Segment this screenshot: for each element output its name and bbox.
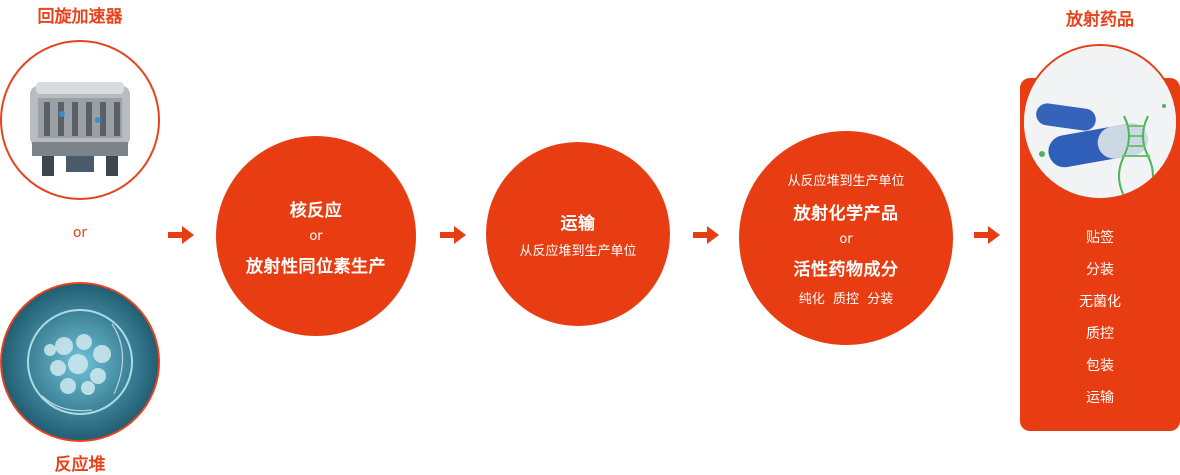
step2-title: 运输: [560, 214, 596, 234]
reactor-label: 反应堆: [54, 455, 106, 475]
arrow-right-icon: [974, 226, 1000, 244]
step3-line1: 放射化学产品: [793, 203, 899, 224]
arrow-right-icon: [168, 226, 194, 244]
output-step: 包装: [1086, 358, 1114, 374]
step3-or: or: [839, 231, 853, 247]
cyclotron-label: 回旋加速器: [37, 7, 123, 27]
step-nuclear-reaction: 核反应 or 放射性同位素生产: [216, 136, 416, 336]
cyclotron-image: [0, 40, 160, 200]
output-step: 分装: [1086, 262, 1114, 278]
step1-line1: 核反应: [289, 200, 343, 221]
output-step: 无菌化: [1079, 294, 1121, 310]
step1-or: or: [309, 228, 323, 244]
output-step: 贴签: [1086, 230, 1114, 246]
output-steps-list: 贴签 分装 无菌化 质控 包装 运输: [1020, 222, 1180, 414]
arrow-right-icon: [440, 226, 466, 244]
step-radiochemistry: 从反应堆到生产单位 放射化学产品 or 活性药物成分 纯化 质控 分装: [739, 131, 953, 345]
step3-top: 从反应堆到生产单位: [787, 173, 905, 189]
or-label: or: [72, 225, 88, 241]
arrow-right-icon: [693, 226, 719, 244]
step3-bottom: 纯化 质控 分装: [798, 291, 894, 307]
step3-line2: 活性药物成分: [793, 259, 899, 280]
output-step: 运输: [1086, 390, 1114, 406]
output-step: 质控: [1086, 326, 1114, 342]
capsule-image: [1022, 44, 1178, 200]
step2-subtitle: 从反应堆到生产单位: [519, 244, 637, 259]
step-transport: 运输 从反应堆到生产单位: [486, 142, 670, 326]
reactor-image: [0, 282, 160, 442]
output-title: 放射药品: [1066, 10, 1134, 30]
step1-line2: 放射性同位素生产: [246, 256, 386, 277]
